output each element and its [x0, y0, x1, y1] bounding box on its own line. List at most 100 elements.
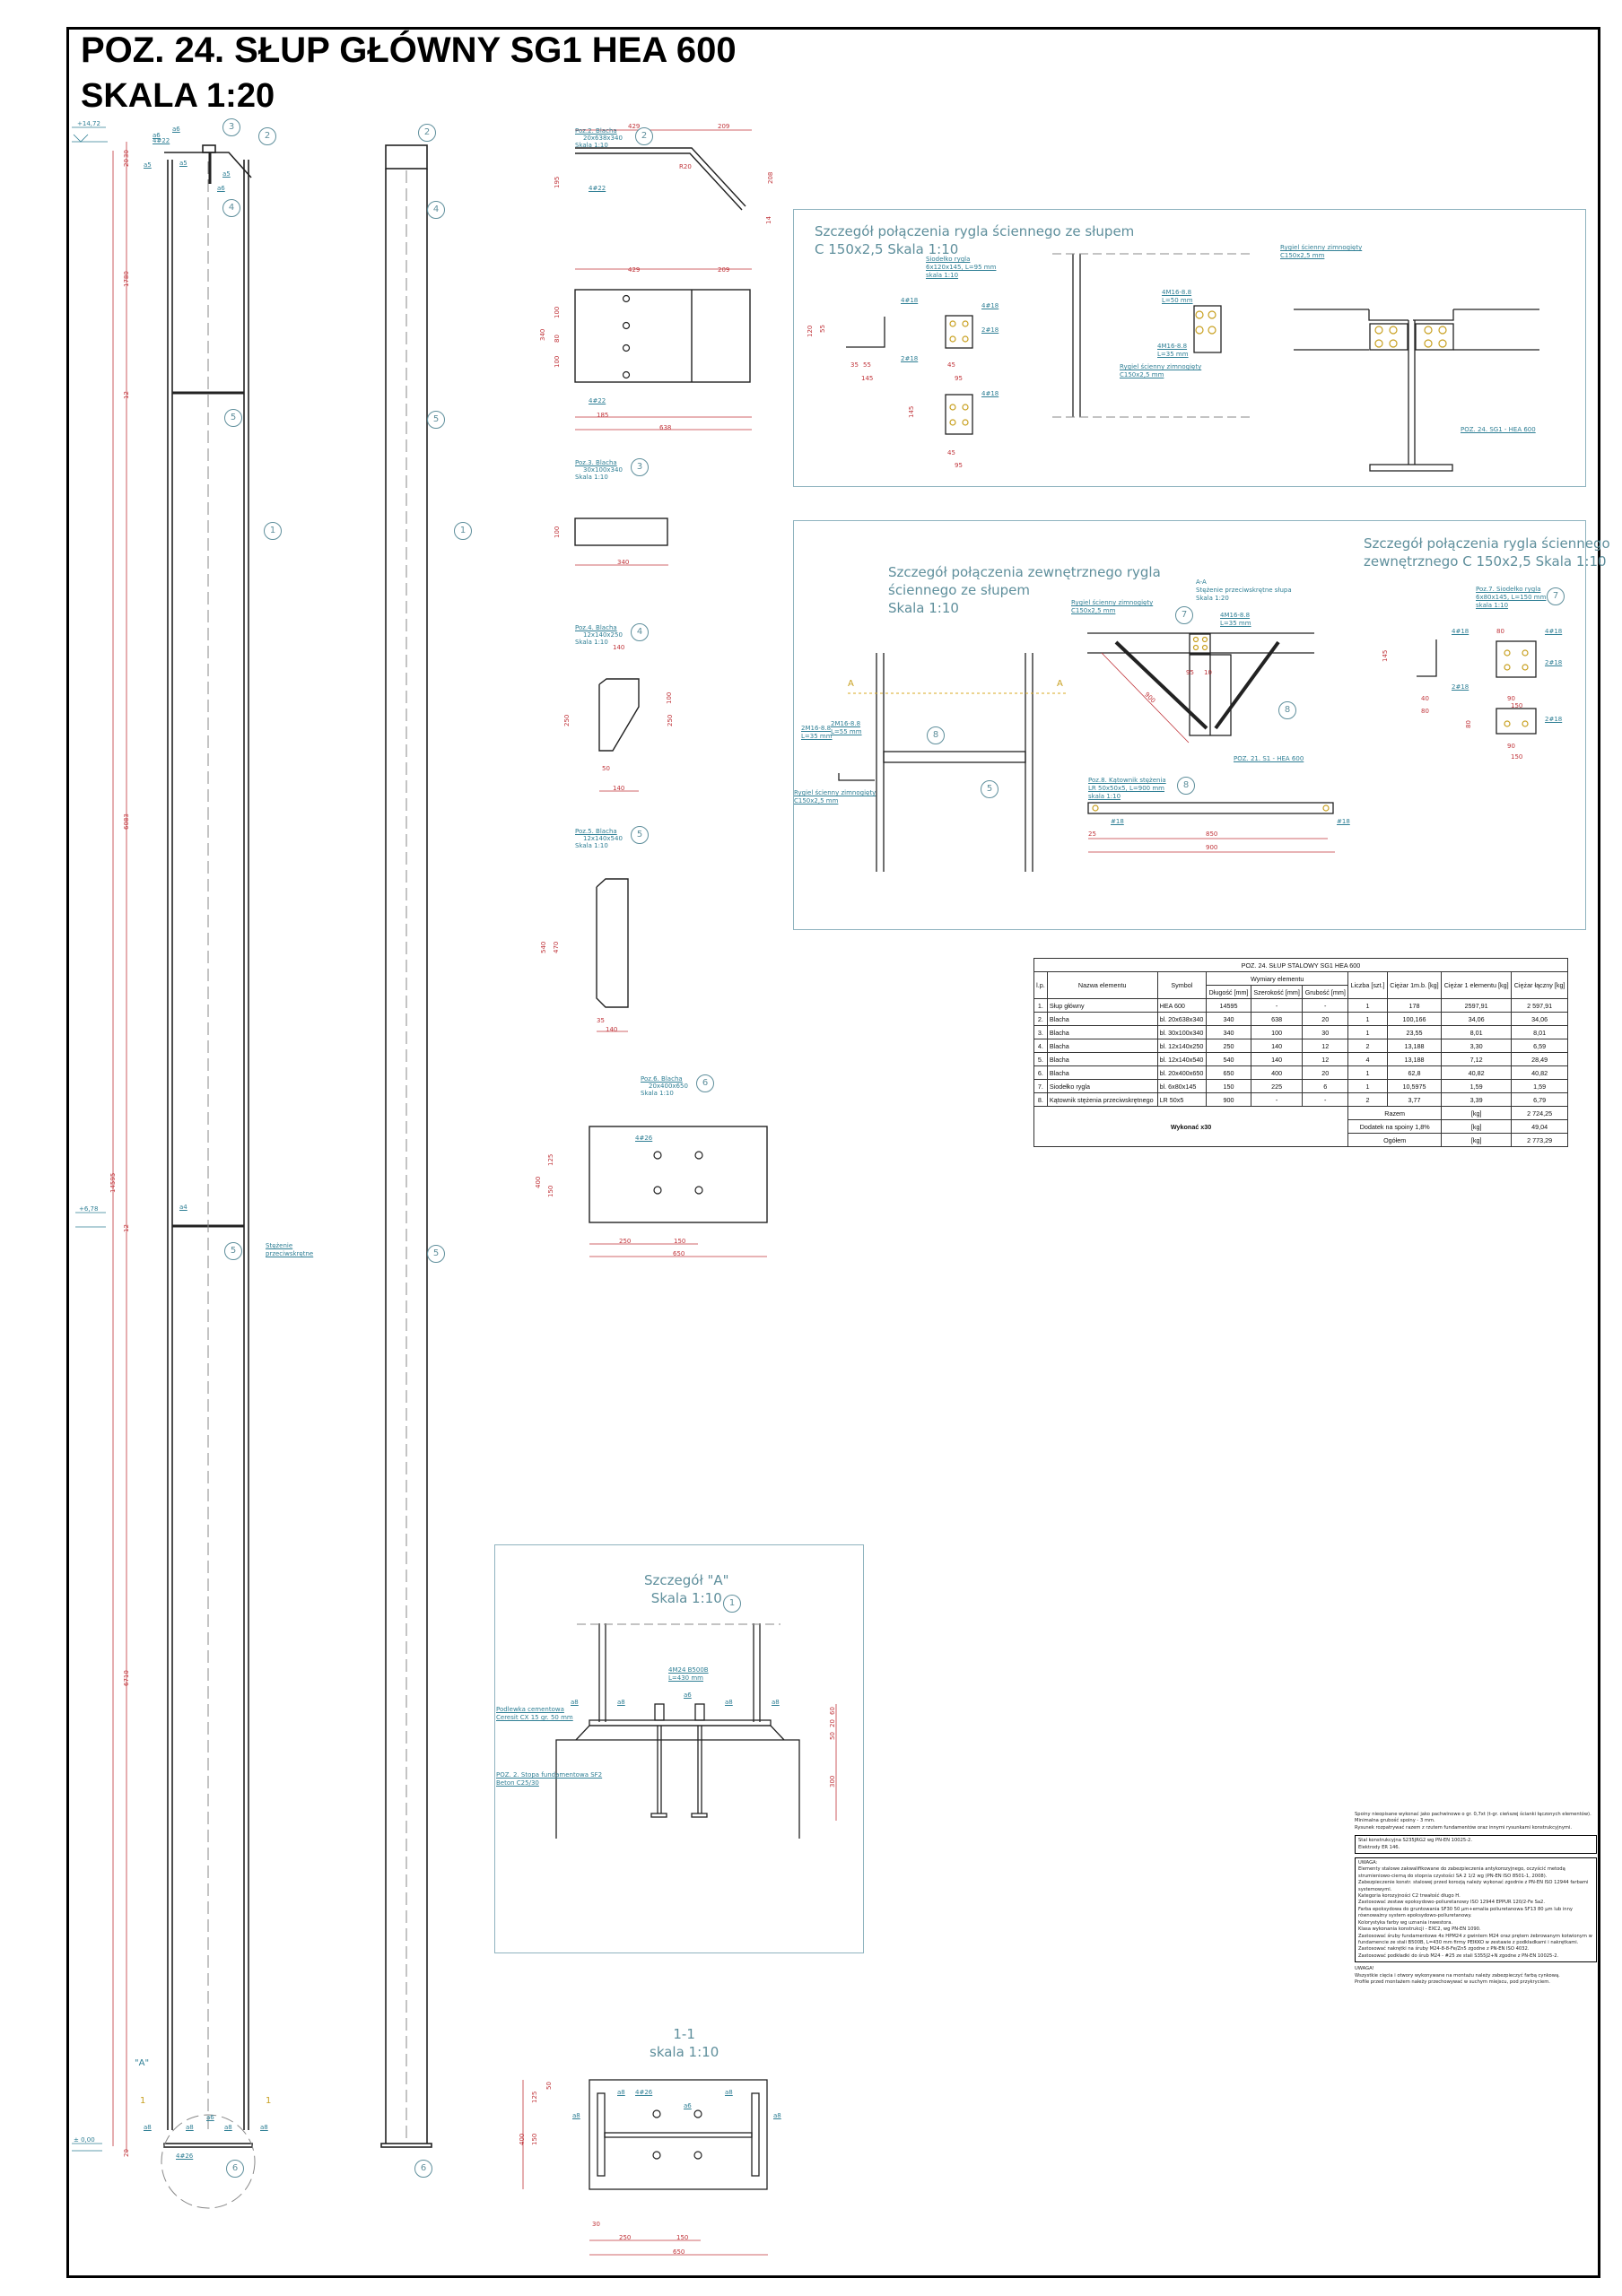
bom-cell-elem: 3,30 [1441, 1039, 1513, 1053]
bubble-5: 5 [427, 411, 445, 429]
level-zero: ± 0,00 [74, 2136, 95, 2144]
bolts-label: 2M16-8.8 L=55 mm [831, 720, 862, 735]
bom-cell-count: 1 [1347, 1012, 1388, 1026]
dim: 150 [676, 2234, 689, 2241]
dim: 150 [547, 1185, 554, 1197]
dim: 150 [674, 1238, 686, 1245]
detail-a-marker: "A" [135, 2058, 150, 2068]
top-plate-poz2 [164, 152, 252, 178]
bom-cell-lp: 8. [1033, 1092, 1048, 1107]
bubble-6: 6 [226, 2160, 244, 2178]
hole-label: 2#18 [981, 326, 999, 334]
hole-label: #18 [1337, 818, 1350, 825]
weld-label: a8 [773, 2112, 781, 2119]
weld-label: a8 [144, 2124, 152, 2131]
bom-cell-length: 540 [1206, 1052, 1251, 1066]
dim: 340 [617, 559, 630, 566]
poz3-scale: Skala 1:10 [575, 474, 608, 481]
bom-cell-length: 250 [1206, 1039, 1251, 1053]
dim-30: 30 [123, 150, 130, 158]
bom-cell-length: 900 [1206, 1092, 1251, 1107]
dim: 209 [718, 123, 730, 130]
bubble-6: 6 [414, 2160, 432, 2178]
dim: 470 [553, 941, 560, 953]
bom-cell-total: 8,01 [1511, 1025, 1568, 1039]
dim: 80 [1421, 708, 1429, 715]
bubble-4: 4 [222, 199, 240, 217]
bom-sum-unit: [kg] [1441, 1106, 1513, 1120]
dim: 40 [1421, 695, 1429, 702]
bom-cell-count: 2 [1347, 1092, 1388, 1107]
dim: 400 [519, 2133, 526, 2145]
bom-cell-unit: 178 [1386, 998, 1443, 1013]
bom-cell-length: 650 [1206, 1065, 1251, 1080]
note-line: Minimalna grubość spoiny - 3 mm. [1355, 1818, 1435, 1824]
bom-cell-unit: 23,55 [1386, 1025, 1443, 1039]
bom-cell-lp: 2. [1033, 1012, 1048, 1026]
poz4-plate [598, 678, 640, 752]
hole-label: 4#26 [635, 1135, 653, 1142]
bom-cell-width: 638 [1250, 1012, 1304, 1026]
note-line: Wszystkie cięcia i otwory wykonywane na … [1355, 1972, 1560, 1979]
bom-cell-total: 1,59 [1511, 1079, 1568, 1093]
dim: 250 [619, 2234, 632, 2241]
poz5-title: Poz.5. Blacha [575, 828, 617, 835]
bom-cell-unit: 13,188 [1386, 1052, 1443, 1066]
bom-cell-lp: 5. [1033, 1052, 1048, 1066]
level-mid: +6,78 [79, 1205, 99, 1213]
weld-label: a6 [217, 185, 225, 192]
bom-cell-count: 4 [1347, 1052, 1388, 1066]
hole-label: 4#22 [153, 137, 170, 144]
detail3-title: Szczegół połączenia rygla ściennego zewn… [1364, 535, 1610, 570]
detailA-bubble: 1 [723, 1595, 741, 1613]
dim: 540 [540, 941, 547, 953]
bom-cell-elem: 3,39 [1441, 1092, 1513, 1107]
rygiel-label: Rygiel ścienny zimnogięty C150x2,5 mm [1280, 244, 1363, 259]
bom-cell-lp: 3. [1033, 1025, 1048, 1039]
dim: 145 [861, 375, 874, 382]
detail1-title: Szczegół połączenia rygla ściennego ze s… [815, 223, 1135, 257]
dim: 340 [539, 328, 546, 341]
note-line: Zastosować nakrętki na śruby M24-8-8-Fe/… [1358, 1946, 1530, 1952]
dim: 125 [547, 1153, 554, 1166]
poz2-size: 20x638x340 [583, 135, 623, 142]
bom-cell-total: 6,79 [1511, 1092, 1568, 1107]
aa-rygiel: Rygiel ścienny zimnogięty C150x2,5 mm [1071, 599, 1154, 614]
bom-cell-thickness: 30 [1302, 1025, 1349, 1039]
drawing-title: POZ. 24. SŁUP GŁÓWNY SG1 HEA 600 [81, 30, 737, 70]
dim: 80 [1496, 628, 1504, 635]
note-line: Zabezpieczenie konstr. stalowej przed ko… [1358, 1880, 1589, 1892]
dim: 209 [718, 266, 730, 274]
aa-bolts: 4M16-8.8 L=35 mm [1220, 612, 1251, 627]
dim: 10 [1204, 669, 1212, 676]
poz3-title: Poz.3. Blacha [575, 459, 617, 466]
column-top-side [385, 144, 428, 170]
bom-cell-name: Blacha [1046, 1025, 1158, 1039]
hole-label: 2#18 [901, 355, 919, 362]
weld-label: a8 [617, 1699, 625, 1706]
bom-cell-count: 1 [1347, 1025, 1388, 1039]
note-line: Elektrody ER 146. [1358, 1844, 1400, 1850]
bom-cell-count: 2 [1347, 1039, 1388, 1053]
poz3-bubble: 3 [631, 458, 649, 476]
bracing-label: Stężenie przeciwskrętne [266, 1242, 314, 1257]
poz6-title: Poz.6. Blacha [641, 1075, 683, 1083]
dim: R20 [679, 163, 692, 170]
dim: 25 [1088, 831, 1096, 838]
hole-label: 4#26 [635, 2089, 653, 2096]
bom-cell-name: Blacha [1046, 1052, 1158, 1066]
rygiel-label: Rygiel ścienny zimnogięty C150x2,5 mm [794, 789, 876, 804]
bom-weld-value: 49,04 [1511, 1119, 1568, 1134]
weld-label: a8 [617, 2089, 625, 2096]
detail-box-external [793, 520, 1586, 930]
dim: 50 [545, 2082, 553, 2090]
drawing-frame [66, 27, 1600, 2278]
note-line: Zastosować podkładki do śrub M24 - #25 z… [1358, 1952, 1559, 1959]
bom-weld-label: Dodatek na spoiny 1,8% [1347, 1119, 1443, 1134]
poz6-bubble: 6 [696, 1074, 714, 1092]
detail2-title: Szczegół połączenia zewnętrznego rygla ś… [888, 564, 1161, 616]
bom-caption: POZ. 24. SŁUP STALOWY SG1 HEA 600 [1033, 958, 1568, 972]
